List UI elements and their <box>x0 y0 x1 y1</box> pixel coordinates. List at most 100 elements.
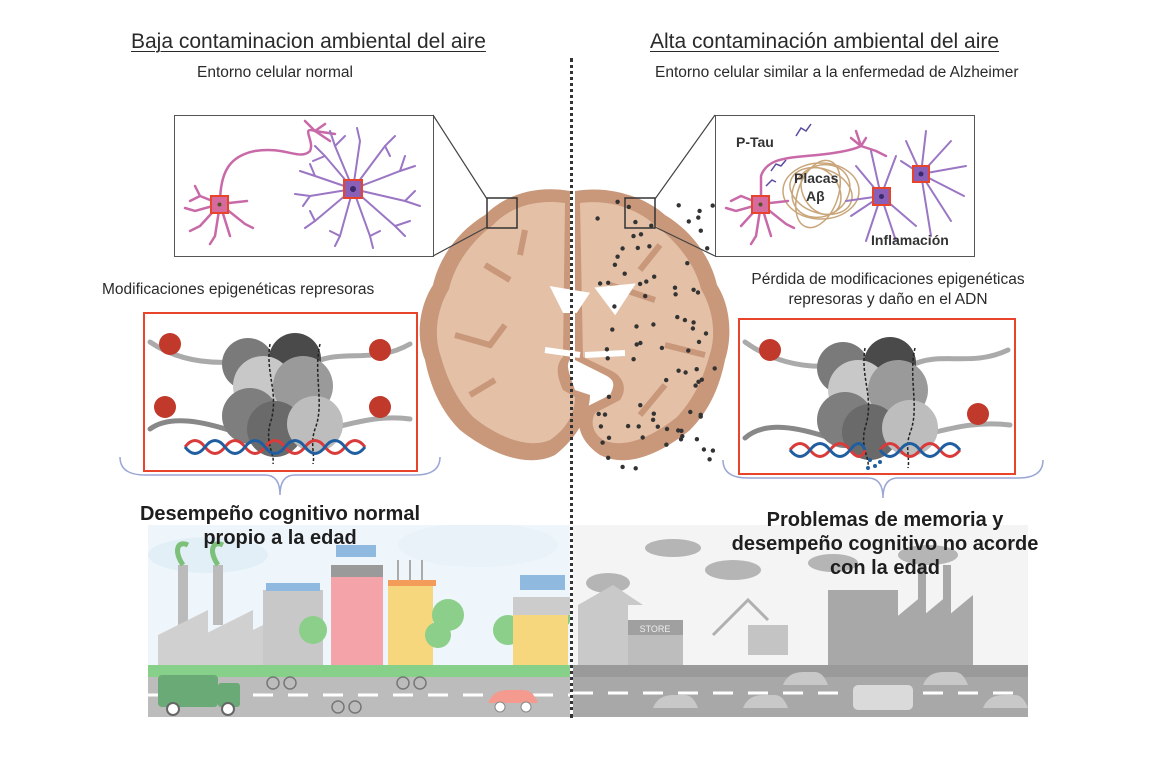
pollution-particle <box>650 417 656 422</box>
pollution-particle <box>699 377 704 382</box>
pollution-particle <box>659 345 665 351</box>
pollution-particle <box>691 287 696 292</box>
pollution-particle <box>698 228 703 233</box>
left-nucleosome-box <box>143 312 418 472</box>
pollution-particle <box>683 370 688 375</box>
house-with-solar <box>513 575 570 665</box>
pollution-particle <box>694 437 700 442</box>
ptau-neuron <box>724 129 888 246</box>
normal-neurons-inset <box>174 115 434 257</box>
pollution-particle <box>694 367 699 372</box>
pollution-particle <box>705 246 710 251</box>
pollution-particle <box>643 293 648 299</box>
pollution-particle <box>693 383 698 388</box>
pollution-particle <box>664 426 670 432</box>
pollution-particle <box>676 368 681 373</box>
center-divider <box>570 58 573 718</box>
histone-octamer <box>817 337 938 460</box>
pollution-particle <box>701 447 707 452</box>
yellow-building <box>388 560 436 665</box>
plaques-label-line1: Placas <box>794 170 839 186</box>
pollution-particle <box>696 339 702 345</box>
pollution-particle <box>634 324 639 329</box>
pollution-particle <box>710 448 716 453</box>
right-outcome-line2: desempeño cognitivo no acorde <box>731 533 1039 555</box>
pollution-particle <box>597 281 603 286</box>
pollution-particle <box>605 356 610 361</box>
left-outcome-line1: Desempeño cognitivo normal <box>139 503 421 525</box>
clean-city-scene <box>148 525 570 717</box>
left-brace <box>119 456 441 496</box>
pollution-particle <box>647 244 652 249</box>
nucleosome-right <box>742 337 1013 470</box>
pollution-particle <box>686 219 691 224</box>
nucleosome-left <box>147 333 413 465</box>
pollution-particle <box>685 261 690 266</box>
pollution-particle <box>634 342 639 347</box>
histone-marks <box>759 339 989 425</box>
pollution-particle <box>631 233 636 239</box>
pollution-particle <box>680 434 685 439</box>
pollution-particle <box>655 424 660 429</box>
pollution-particle <box>652 274 657 279</box>
inflammation-label: Inflamación <box>871 232 949 248</box>
pollution-particle <box>635 245 640 251</box>
left-zoom-region <box>486 197 518 229</box>
pollution-particle <box>638 340 643 346</box>
damaged-dna-helix <box>788 442 962 470</box>
right-brace <box>722 459 1044 499</box>
pink-building <box>331 545 383 665</box>
recycling-truck <box>158 675 240 716</box>
house <box>578 585 643 665</box>
pollution-particle <box>600 440 605 445</box>
right-panel-title: Alta contaminación ambiental del aire <box>650 30 1000 53</box>
left-outcome: Desempeño cognitivo normal propio a la e… <box>130 502 430 550</box>
histone-octamer <box>222 333 343 457</box>
excavator <box>711 597 788 655</box>
inflamed-neurons <box>845 130 967 242</box>
pink-neuron <box>183 119 337 246</box>
right-epigenetic-label-line1: Pérdida de modificaciones epigenéticas <box>751 271 1025 288</box>
pollution-particle <box>676 428 681 433</box>
pollution-particle <box>622 271 627 276</box>
pollution-particle <box>636 424 641 429</box>
pollution-particle <box>696 215 701 220</box>
pollution-particle <box>691 320 696 325</box>
purple-neuron <box>294 127 421 249</box>
pollution-particle <box>682 317 688 323</box>
pollution-particle <box>625 423 631 429</box>
pollution-particle <box>697 208 702 214</box>
pollution-particle <box>644 279 649 284</box>
pollution-particle <box>612 304 617 309</box>
right-outcome-line1: Problemas de memoria y <box>766 509 1004 531</box>
pollution-particle <box>610 327 615 332</box>
pollution-particles <box>595 199 717 471</box>
right-epigenetic-label: Pérdida de modificaciones epigenéticas r… <box>718 270 1058 310</box>
pollution-particle <box>612 262 618 267</box>
pollution-particle <box>698 414 703 419</box>
right-zoom-region <box>624 197 656 229</box>
pollution-particle <box>606 394 612 399</box>
amyloid-plaque <box>782 159 860 229</box>
ptau-label: P-Tau <box>736 134 774 150</box>
pollution-particle <box>598 424 604 429</box>
electric-car <box>488 690 538 713</box>
pollution-particle <box>606 280 611 285</box>
left-cell-environment-label: Entorno celular normal <box>197 64 353 81</box>
pollution-particle <box>649 223 654 228</box>
pollution-particle <box>690 326 696 331</box>
pollution-particle <box>604 347 610 352</box>
pollution-particle <box>595 216 600 221</box>
pollution-particle <box>676 203 681 208</box>
pollution-particle <box>679 428 684 433</box>
pollution-particle <box>633 466 638 471</box>
bus <box>853 685 913 710</box>
store <box>628 620 683 665</box>
cyclists <box>266 676 427 714</box>
pollution-particle <box>626 204 631 210</box>
pollution-particle <box>695 290 701 295</box>
pollution-particle <box>620 464 625 470</box>
pollution-particle <box>606 435 612 440</box>
smog-clouds <box>586 539 958 593</box>
left-epigenetic-label: Modificaciones epigenéticas represoras <box>102 281 375 298</box>
